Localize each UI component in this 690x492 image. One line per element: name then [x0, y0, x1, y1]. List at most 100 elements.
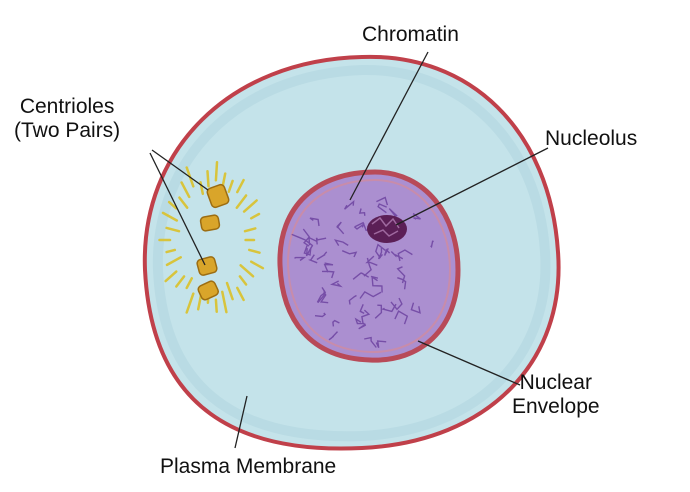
chromatin-strand — [388, 208, 398, 217]
chromatin-strand — [376, 196, 389, 206]
aster-ray — [242, 199, 258, 213]
nuclear-envelope-inner — [286, 178, 452, 354]
chromatin-strand — [303, 245, 312, 256]
chromatin-strand — [336, 221, 345, 235]
chromatin-strand — [412, 212, 421, 220]
aster-ray — [247, 248, 261, 254]
chromatin-strand — [410, 302, 421, 314]
aster-ray — [249, 212, 261, 220]
aster-ray — [175, 275, 186, 288]
aster-ray — [236, 178, 245, 194]
chromatin-strand — [377, 247, 384, 260]
aster-ray — [185, 292, 195, 314]
chromatin-strand — [390, 297, 403, 311]
aster-ray — [225, 281, 234, 301]
chromatin-strand — [330, 280, 343, 288]
nucleus — [277, 169, 461, 363]
chromatin-strand — [321, 270, 335, 279]
chromatin-strand — [332, 319, 340, 327]
chromatin-strands — [291, 196, 434, 348]
chromatin-strand — [341, 250, 358, 258]
aster-ray — [227, 179, 234, 193]
aster-ray — [239, 264, 255, 278]
centriole — [199, 214, 221, 232]
chromatin-strand — [358, 208, 366, 216]
aster-ray — [164, 270, 178, 283]
chromatin-strand — [396, 266, 406, 284]
leader-line-centrioles-b — [149, 152, 206, 266]
aster-ray — [214, 298, 218, 313]
chromatin-strand — [302, 228, 311, 247]
chromatin-strand — [353, 222, 365, 230]
label-nuclear-envelope: Nuclear Envelope — [512, 371, 600, 419]
chromatin-strand — [394, 310, 409, 325]
centriole — [197, 280, 219, 301]
chromatin-strand — [383, 247, 391, 256]
chromatin-strand — [348, 294, 357, 305]
cytoplasm-shading — [152, 64, 551, 442]
chromatin-strand — [359, 290, 382, 299]
centrioles — [196, 183, 230, 301]
aster-ray — [243, 227, 257, 233]
chromatin-strand — [328, 331, 339, 341]
chromatin-strand — [314, 312, 327, 318]
aster-ray — [214, 161, 219, 182]
leader-lines — [149, 51, 549, 449]
aster-ray — [167, 200, 178, 210]
nucleolus-body — [367, 215, 407, 243]
chromatin-strand — [343, 199, 355, 210]
aster-ray — [180, 181, 191, 199]
chromatin-strand — [361, 309, 371, 324]
chromatin-strand — [294, 256, 307, 262]
chromatin-strand — [358, 323, 367, 330]
chromatin-strand — [374, 304, 383, 319]
chromatin-strand — [371, 277, 383, 293]
label-plasma-membrane: Plasma Membrane — [160, 455, 337, 478]
centriole — [206, 183, 230, 209]
leader-line-plasma-membrane — [234, 395, 248, 449]
chromatin-strand — [323, 262, 334, 273]
chromatin-strand — [430, 240, 434, 249]
aster-ray — [238, 275, 248, 286]
leader-line-centrioles-a — [151, 149, 209, 191]
aster-ray — [249, 260, 265, 270]
aster-ray — [235, 194, 248, 209]
aster-ray — [165, 226, 181, 233]
chromatin-strand — [377, 203, 387, 214]
chromatin-strand — [333, 239, 349, 246]
chromatin-strand — [375, 243, 386, 259]
chromatin-strand — [375, 340, 387, 348]
nucleolus-texture — [371, 216, 400, 237]
chromatin-strand — [308, 236, 318, 246]
chromatin-strand — [364, 336, 377, 348]
chromatin-strand — [363, 257, 372, 277]
chromatin-strand — [397, 277, 407, 290]
aster-ray — [161, 211, 179, 222]
aster-ray — [185, 277, 194, 290]
label-centrioles-line2: (Two Pairs) — [14, 119, 121, 142]
leader-line-chromatin — [349, 51, 429, 201]
aster-ray — [206, 170, 210, 188]
label-nuclear-envelope-line1: Nuclear — [519, 371, 592, 394]
chromatin-strand — [370, 275, 379, 282]
leader-line-nuclear-envelope — [417, 340, 521, 386]
aster-ray — [236, 286, 245, 302]
label-chromatin: Chromatin — [362, 23, 459, 46]
aster-ray — [165, 256, 182, 267]
label-centrioles: Centrioles (Two Pairs) — [14, 95, 120, 143]
chromatin-strand — [309, 217, 320, 227]
label-centrioles-line1: Centrioles — [19, 95, 115, 118]
chromatin-strand — [354, 221, 368, 232]
label-nuclear-envelope-line2: Envelope — [512, 395, 600, 418]
aster-ray — [221, 290, 228, 314]
leader-line-nucleolus — [395, 147, 549, 226]
chromatin-strand — [359, 304, 365, 315]
chromatin-strand — [397, 249, 413, 262]
chromatin-strand — [308, 254, 318, 264]
aster-ray — [165, 248, 177, 254]
centriole — [196, 256, 218, 276]
chromatin-strand — [354, 317, 365, 325]
chromatin-strand — [291, 233, 313, 247]
